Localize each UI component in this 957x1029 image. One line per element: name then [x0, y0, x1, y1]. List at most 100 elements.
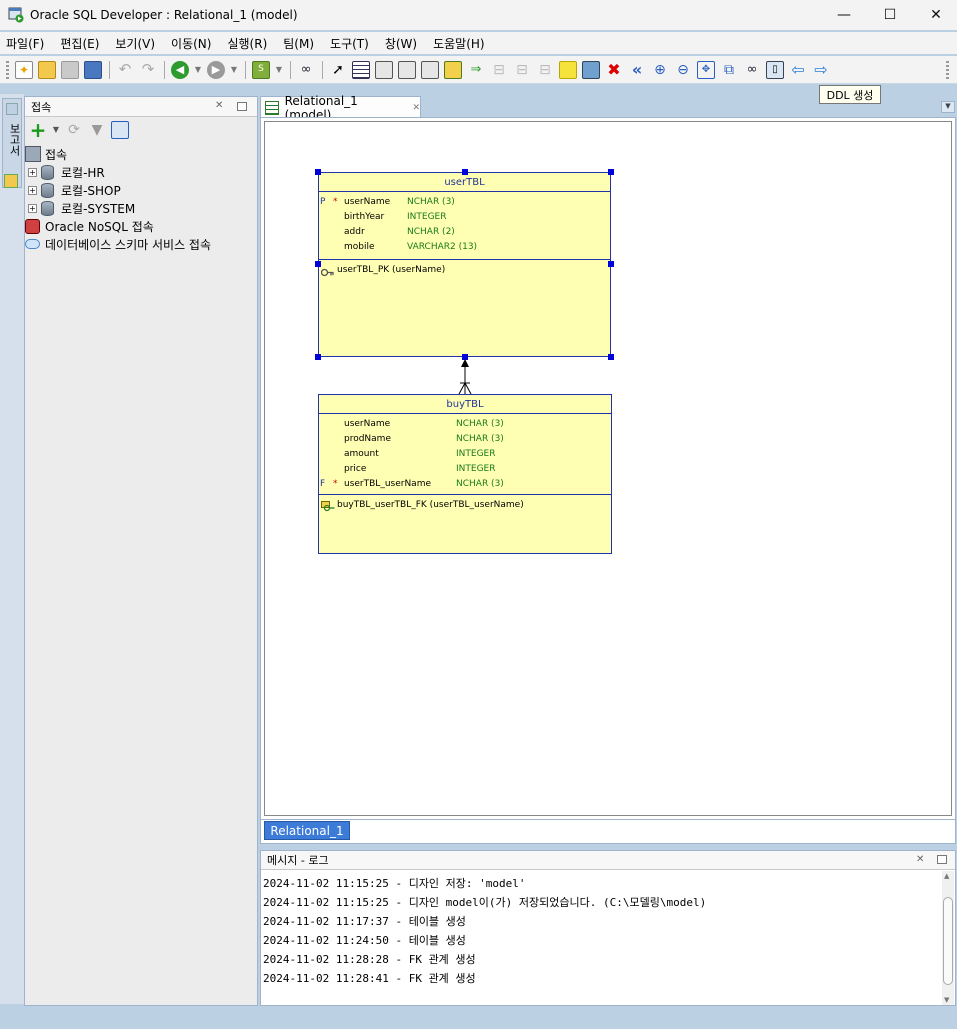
undo-icon[interactable]: ↶: [118, 60, 132, 78]
reports-vertical-tab[interactable]: 보고서: [2, 98, 22, 188]
tree-item-local-system[interactable]: + 로컬-SYSTEM: [25, 199, 257, 217]
selection-handle[interactable]: [462, 169, 468, 175]
zoom-out-icon[interactable]: ⊖: [677, 61, 689, 78]
close-tab-icon[interactable]: ✕: [412, 102, 420, 113]
new-picture-icon[interactable]: [582, 60, 600, 79]
open-icon[interactable]: [38, 60, 56, 79]
model-browser-tab-icon[interactable]: [4, 174, 18, 188]
add-dropdown-icon[interactable]: ▼: [52, 125, 60, 134]
log-scrollbar[interactable]: ▲ ▼: [942, 871, 954, 1005]
toolbar-grip[interactable]: [6, 60, 9, 79]
key-row-fk[interactable]: buyTBL_userTBL_FK (userTBL_userName): [319, 495, 611, 515]
log-scrollbar-thumb[interactable]: [943, 897, 953, 985]
log-body[interactable]: 2024-11-02 11:15:25 - 디자인 저장: 'model' 20…: [261, 870, 955, 988]
column-row[interactable]: mobile VARCHAR2 (13): [319, 240, 610, 255]
select-icon[interactable]: ➚: [332, 61, 344, 78]
editor-tabs-dropdown-icon[interactable]: ▼: [941, 101, 955, 113]
new-fk-icon[interactable]: [444, 60, 462, 79]
key-row-pk[interactable]: userTBL_PK (userName): [319, 260, 610, 280]
minimize-panel-icon[interactable]: [937, 855, 947, 864]
right-arrow-icon[interactable]: ⇨: [814, 59, 828, 79]
forward-icon[interactable]: ▶: [207, 60, 225, 79]
menu-file[interactable]: 파일(F): [6, 36, 45, 51]
tree-root-connections[interactable]: 접속: [25, 145, 257, 163]
tree-item-nosql[interactable]: Oracle NoSQL 접속: [25, 217, 257, 235]
find-icon[interactable]: ∞: [746, 62, 758, 77]
save-all-icon[interactable]: [84, 60, 102, 79]
sql-dropdown-icon[interactable]: ▼: [275, 64, 283, 74]
save-icon[interactable]: [61, 60, 79, 79]
selection-handle[interactable]: [315, 261, 321, 267]
tree-item-cloud[interactable]: 데이터베이스 스키마 서비스 접속: [25, 235, 257, 253]
selection-handle[interactable]: [315, 169, 321, 175]
zoom-in-icon[interactable]: ⊕: [654, 61, 666, 78]
schema-browser-icon[interactable]: [111, 121, 129, 139]
menu-view[interactable]: 보기(V): [115, 36, 156, 51]
selection-handle[interactable]: [315, 354, 321, 360]
scroll-down-icon[interactable]: ▼: [944, 996, 950, 1004]
binoculars-icon[interactable]: ∞: [300, 62, 312, 77]
column-row[interactable]: amount INTEGER: [319, 447, 611, 462]
column-row[interactable]: price INTEGER: [319, 462, 611, 477]
menu-team[interactable]: 팀(M): [283, 36, 315, 51]
minimize-button[interactable]: —: [837, 7, 851, 23]
menu-window[interactable]: 창(W): [384, 36, 418, 51]
diagram-tab-relational[interactable]: Relational_1: [264, 821, 350, 840]
merge-tables-icon[interactable]: [421, 60, 439, 79]
selection-handle[interactable]: [608, 169, 614, 175]
diagram-canvas[interactable]: userTBL P * userName NCHAR (3) birthYear…: [264, 121, 952, 816]
fk-relationship-line[interactable]: [455, 357, 475, 395]
engineer-icon[interactable]: «: [631, 59, 643, 79]
back-icon[interactable]: ◀: [171, 60, 189, 79]
selection-handle[interactable]: [608, 354, 614, 360]
column-row[interactable]: P * userName NCHAR (3): [319, 195, 610, 210]
arc-icon-disabled[interactable]: ⊟: [516, 61, 528, 78]
split-table-icon[interactable]: [398, 60, 416, 79]
close-button[interactable]: ✕: [930, 7, 942, 23]
refresh-icon[interactable]: ⟳: [68, 122, 80, 138]
menu-help[interactable]: 도움말(H): [433, 36, 485, 51]
maximize-button[interactable]: ☐: [883, 7, 897, 23]
editor-tab-relational[interactable]: Relational_1 (model) ✕: [260, 94, 421, 122]
menu-edit[interactable]: 편집(E): [60, 36, 100, 51]
selection-handle[interactable]: [462, 354, 468, 360]
table-buytbl[interactable]: buyTBL userName NCHAR (3) prodName NCHAR…: [318, 394, 612, 554]
expand-icon[interactable]: +: [28, 167, 37, 177]
split-icon-disabled[interactable]: ⊟: [539, 61, 551, 78]
new-table-icon[interactable]: [352, 60, 370, 79]
minimize-panel-icon[interactable]: [237, 102, 247, 111]
menu-tools[interactable]: 도구(T): [330, 36, 369, 51]
redo-icon[interactable]: ↷: [141, 60, 155, 78]
close-icon[interactable]: ✕: [215, 100, 224, 111]
new-icon[interactable]: ✦: [15, 60, 33, 79]
layout-icon[interactable]: ⧉: [724, 61, 734, 78]
close-icon[interactable]: ✕: [916, 854, 925, 865]
column-row[interactable]: prodName NCHAR (3): [319, 432, 611, 447]
add-connection-icon[interactable]: +: [29, 118, 47, 142]
table-usertbl[interactable]: userTBL P * userName NCHAR (3) birthYear…: [315, 169, 614, 360]
tree-item-local-shop[interactable]: + 로컬-SHOP: [25, 181, 257, 199]
fit-screen-icon[interactable]: ✥: [697, 60, 715, 79]
selection-handle[interactable]: [608, 261, 614, 267]
forward-dropdown-icon[interactable]: ▼: [230, 64, 238, 74]
column-row[interactable]: userName NCHAR (3): [319, 417, 611, 432]
menu-navigate[interactable]: 이동(N): [171, 36, 212, 51]
column-row[interactable]: addr NCHAR (2): [319, 225, 610, 240]
new-note-icon[interactable]: [559, 60, 577, 79]
filter-icon[interactable]: ▼: [91, 122, 103, 138]
left-arrow-icon[interactable]: ⇦: [791, 59, 805, 79]
column-row[interactable]: birthYear INTEGER: [319, 210, 610, 225]
delete-icon[interactable]: ✖: [607, 59, 621, 79]
scroll-up-icon[interactable]: ▲: [944, 872, 950, 880]
expand-icon[interactable]: +: [28, 185, 37, 195]
new-note-icon-disabled[interactable]: ⊟: [493, 61, 505, 78]
tree-item-local-hr[interactable]: + 로컬-HR: [25, 163, 257, 181]
ddl-icon[interactable]: ▯: [766, 60, 784, 79]
menu-run[interactable]: 실행(R): [227, 36, 268, 51]
column-row[interactable]: F * userTBL_userName NCHAR (3): [319, 477, 611, 492]
toolbar-grip-right[interactable]: [946, 61, 949, 79]
new-view-icon[interactable]: [375, 60, 393, 79]
sql-icon[interactable]: S: [252, 60, 270, 79]
back-dropdown-icon[interactable]: ▼: [194, 64, 202, 74]
new-relation-icon[interactable]: ⇒: [470, 62, 482, 77]
